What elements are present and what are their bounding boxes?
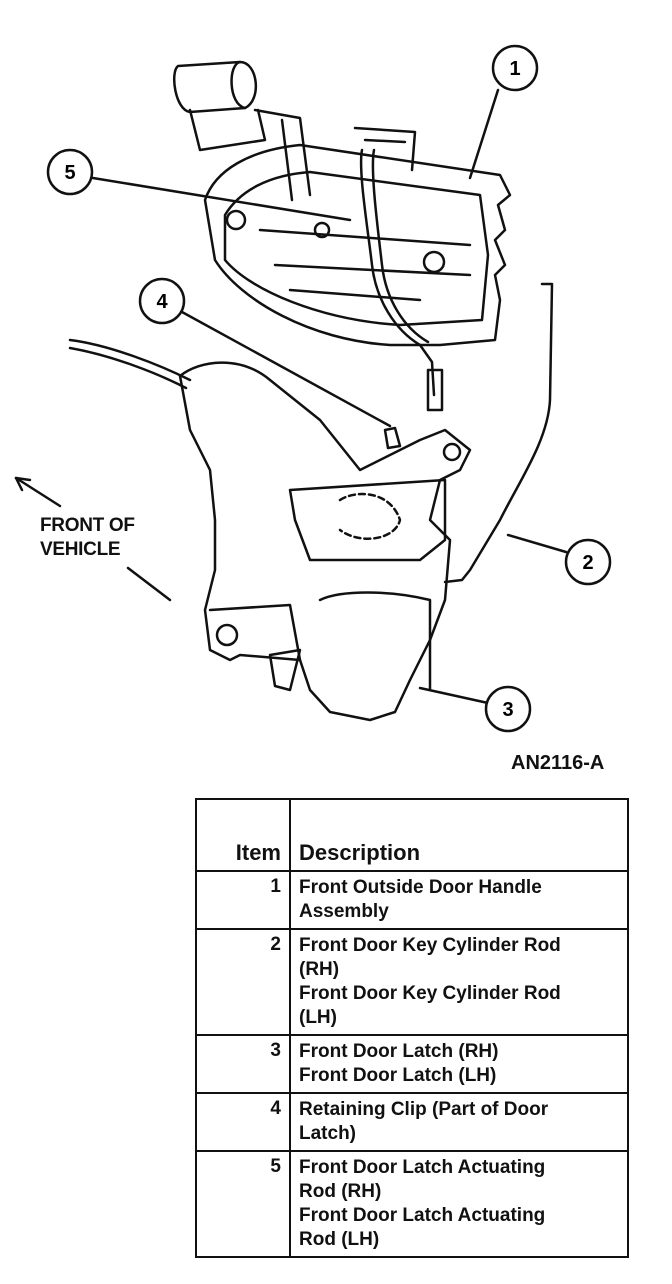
item-number: 1 <box>195 870 291 930</box>
legend-row: 4 Retaining Clip (Part of Door Latch) <box>195 1092 629 1152</box>
header-item: Item <box>195 798 291 872</box>
cable <box>68 338 192 382</box>
callout-4-circle <box>138 277 186 325</box>
callout-4-label: 4 <box>156 291 168 313</box>
item-description: Front Door Latch (RH) Front Door Latch (… <box>289 1034 629 1094</box>
callout-2-label: 2 <box>582 552 593 574</box>
description-line: Assembly <box>299 901 389 922</box>
item-number: 3 <box>195 1034 291 1094</box>
item-description: Front Door Latch Actuating Rod (RH) Fron… <box>289 1150 629 1258</box>
item-description: Front Door Key Cylinder Rod (RH) Front D… <box>289 928 629 1036</box>
item-number: 4 <box>195 1092 291 1152</box>
legend-row: 3 Front Door Latch (RH) Front Door Latch… <box>195 1034 629 1094</box>
callout-3-circle <box>484 685 532 733</box>
description-line: Rod (LH) <box>299 1229 380 1250</box>
latch-actuating-rod <box>359 148 436 397</box>
door-latch <box>178 361 472 722</box>
leader-line <box>418 686 490 705</box>
key-cylinder-rod <box>443 282 554 584</box>
description-line: Front Outside Door Handle <box>299 877 542 898</box>
front-label-line-2: VEHICLE <box>40 539 121 560</box>
description-line: Rod (RH) <box>299 1181 382 1202</box>
legend-header-row: Item Description <box>195 798 629 872</box>
item-description: Front Outside Door Handle Assembly <box>289 870 629 930</box>
legend-row: 2 Front Door Key Cylinder Rod (RH) Front… <box>195 928 629 1036</box>
callout-1-label: 1 <box>509 58 520 80</box>
header-description: Description <box>289 798 629 872</box>
front-of-vehicle-label: FRONT OF VEHICLE <box>40 514 135 562</box>
description-line: (LH) <box>299 1007 337 1028</box>
leader-line <box>468 88 500 180</box>
item-number: 5 <box>195 1150 291 1258</box>
door-handle-assembly <box>173 60 512 347</box>
legend-row: 1 Front Outside Door Handle Assembly <box>195 870 629 930</box>
legend-row: 5 Front Door Latch Actuating Rod (RH) Fr… <box>195 1150 629 1258</box>
description-line: Front Door Latch Actuating <box>299 1205 546 1226</box>
callout-5-circle <box>46 148 94 196</box>
front-label-line-1: FRONT OF <box>40 515 135 536</box>
description-line: Front Door Latch (RH) <box>299 1041 499 1062</box>
description-line: Front Door Latch (LH) <box>299 1065 497 1086</box>
description-line: Front Door Key Cylinder Rod <box>299 935 561 956</box>
exploded-view-drawing: 1 2 3 4 5 <box>14 44 612 733</box>
description-line: Front Door Latch Actuating <box>299 1157 546 1178</box>
callout-1-circle <box>491 44 539 92</box>
callout-3-label: 3 <box>502 699 513 721</box>
figure-id: AN2116-A <box>511 752 605 774</box>
leader-line <box>506 533 568 554</box>
description-line: Front Door Key Cylinder Rod <box>299 983 561 1004</box>
item-number: 2 <box>195 928 291 1036</box>
item-description: Retaining Clip (Part of Door Latch) <box>289 1092 629 1152</box>
parts-legend-table: Item Description 1 Front Outside Door Ha… <box>195 798 629 1258</box>
leader-line <box>91 176 352 222</box>
callout-5-label: 5 <box>64 162 75 184</box>
callout-2-circle <box>564 538 612 586</box>
leader-line <box>180 310 392 428</box>
description-line: (RH) <box>299 959 340 980</box>
description-line: Retaining Clip (Part of Door <box>299 1099 549 1120</box>
front-arrow-tail <box>126 566 172 602</box>
front-arrow <box>14 476 62 508</box>
description-line: Latch) <box>299 1123 356 1144</box>
